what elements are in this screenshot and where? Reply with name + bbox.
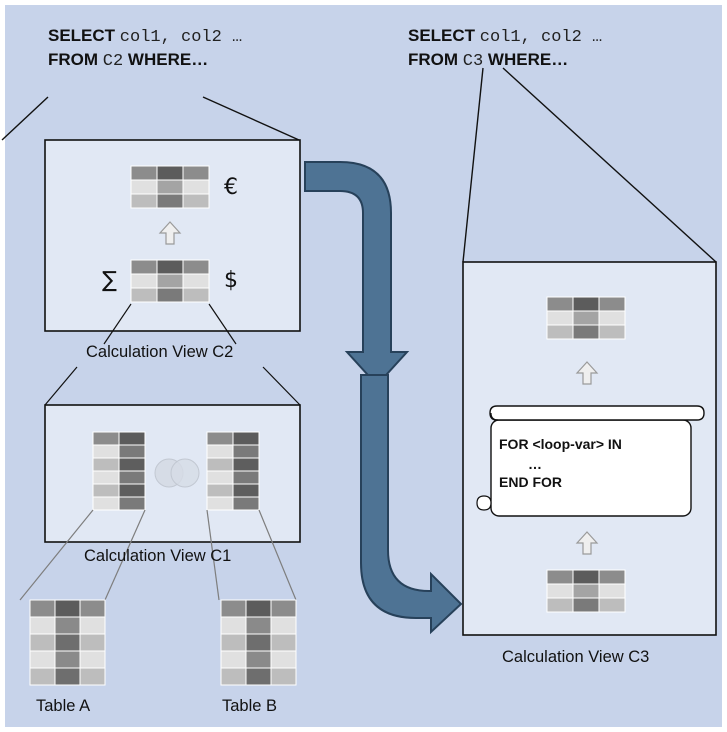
flow-arrow-c1 bbox=[360, 374, 463, 635]
c1-label: Calculation View C1 bbox=[84, 547, 232, 565]
c2-result-table bbox=[130, 165, 210, 209]
flow-arrow-c2 bbox=[304, 161, 410, 387]
where-keyword: WHERE… bbox=[127, 50, 209, 69]
loop-line-2: … bbox=[528, 456, 542, 472]
c2-label: Calculation View C2 bbox=[86, 343, 234, 361]
sum-symbol: ∑ bbox=[102, 268, 117, 293]
table-a-icon bbox=[29, 599, 106, 686]
euro-symbol: € bbox=[224, 175, 238, 200]
table-a-label: Table A bbox=[36, 697, 91, 715]
dollar-symbol: $ bbox=[224, 268, 238, 293]
query-c2: SELECT col1, col2 … FROM C2 WHERE… bbox=[48, 25, 242, 73]
join-right-circle bbox=[170, 458, 200, 488]
from-source: C2 bbox=[102, 52, 124, 71]
from-keyword: FROM bbox=[408, 50, 459, 69]
c2-source-table bbox=[130, 259, 210, 303]
query-c3: SELECT col1, col2 … FROM C3 WHERE… bbox=[408, 25, 602, 73]
loop-line-3: END FOR bbox=[499, 474, 562, 490]
select-columns: col1, col2 … bbox=[119, 28, 243, 47]
from-source: C3 bbox=[462, 52, 484, 71]
c3-source-table bbox=[546, 569, 626, 613]
select-keyword: SELECT bbox=[48, 26, 116, 45]
table-b-icon bbox=[220, 599, 297, 686]
from-keyword: FROM bbox=[48, 50, 99, 69]
c3-label: Calculation View C3 bbox=[502, 648, 650, 666]
table-b-label: Table B bbox=[222, 697, 278, 715]
select-columns: col1, col2 … bbox=[479, 28, 603, 47]
c1-right-table bbox=[206, 431, 260, 511]
c3-result-table bbox=[546, 296, 626, 340]
loop-scroll bbox=[476, 405, 705, 517]
select-keyword: SELECT bbox=[408, 26, 476, 45]
loop-line-1: FOR <loop-var> IN bbox=[499, 436, 622, 452]
where-keyword: WHERE… bbox=[487, 50, 569, 69]
c1-left-table bbox=[92, 431, 146, 511]
